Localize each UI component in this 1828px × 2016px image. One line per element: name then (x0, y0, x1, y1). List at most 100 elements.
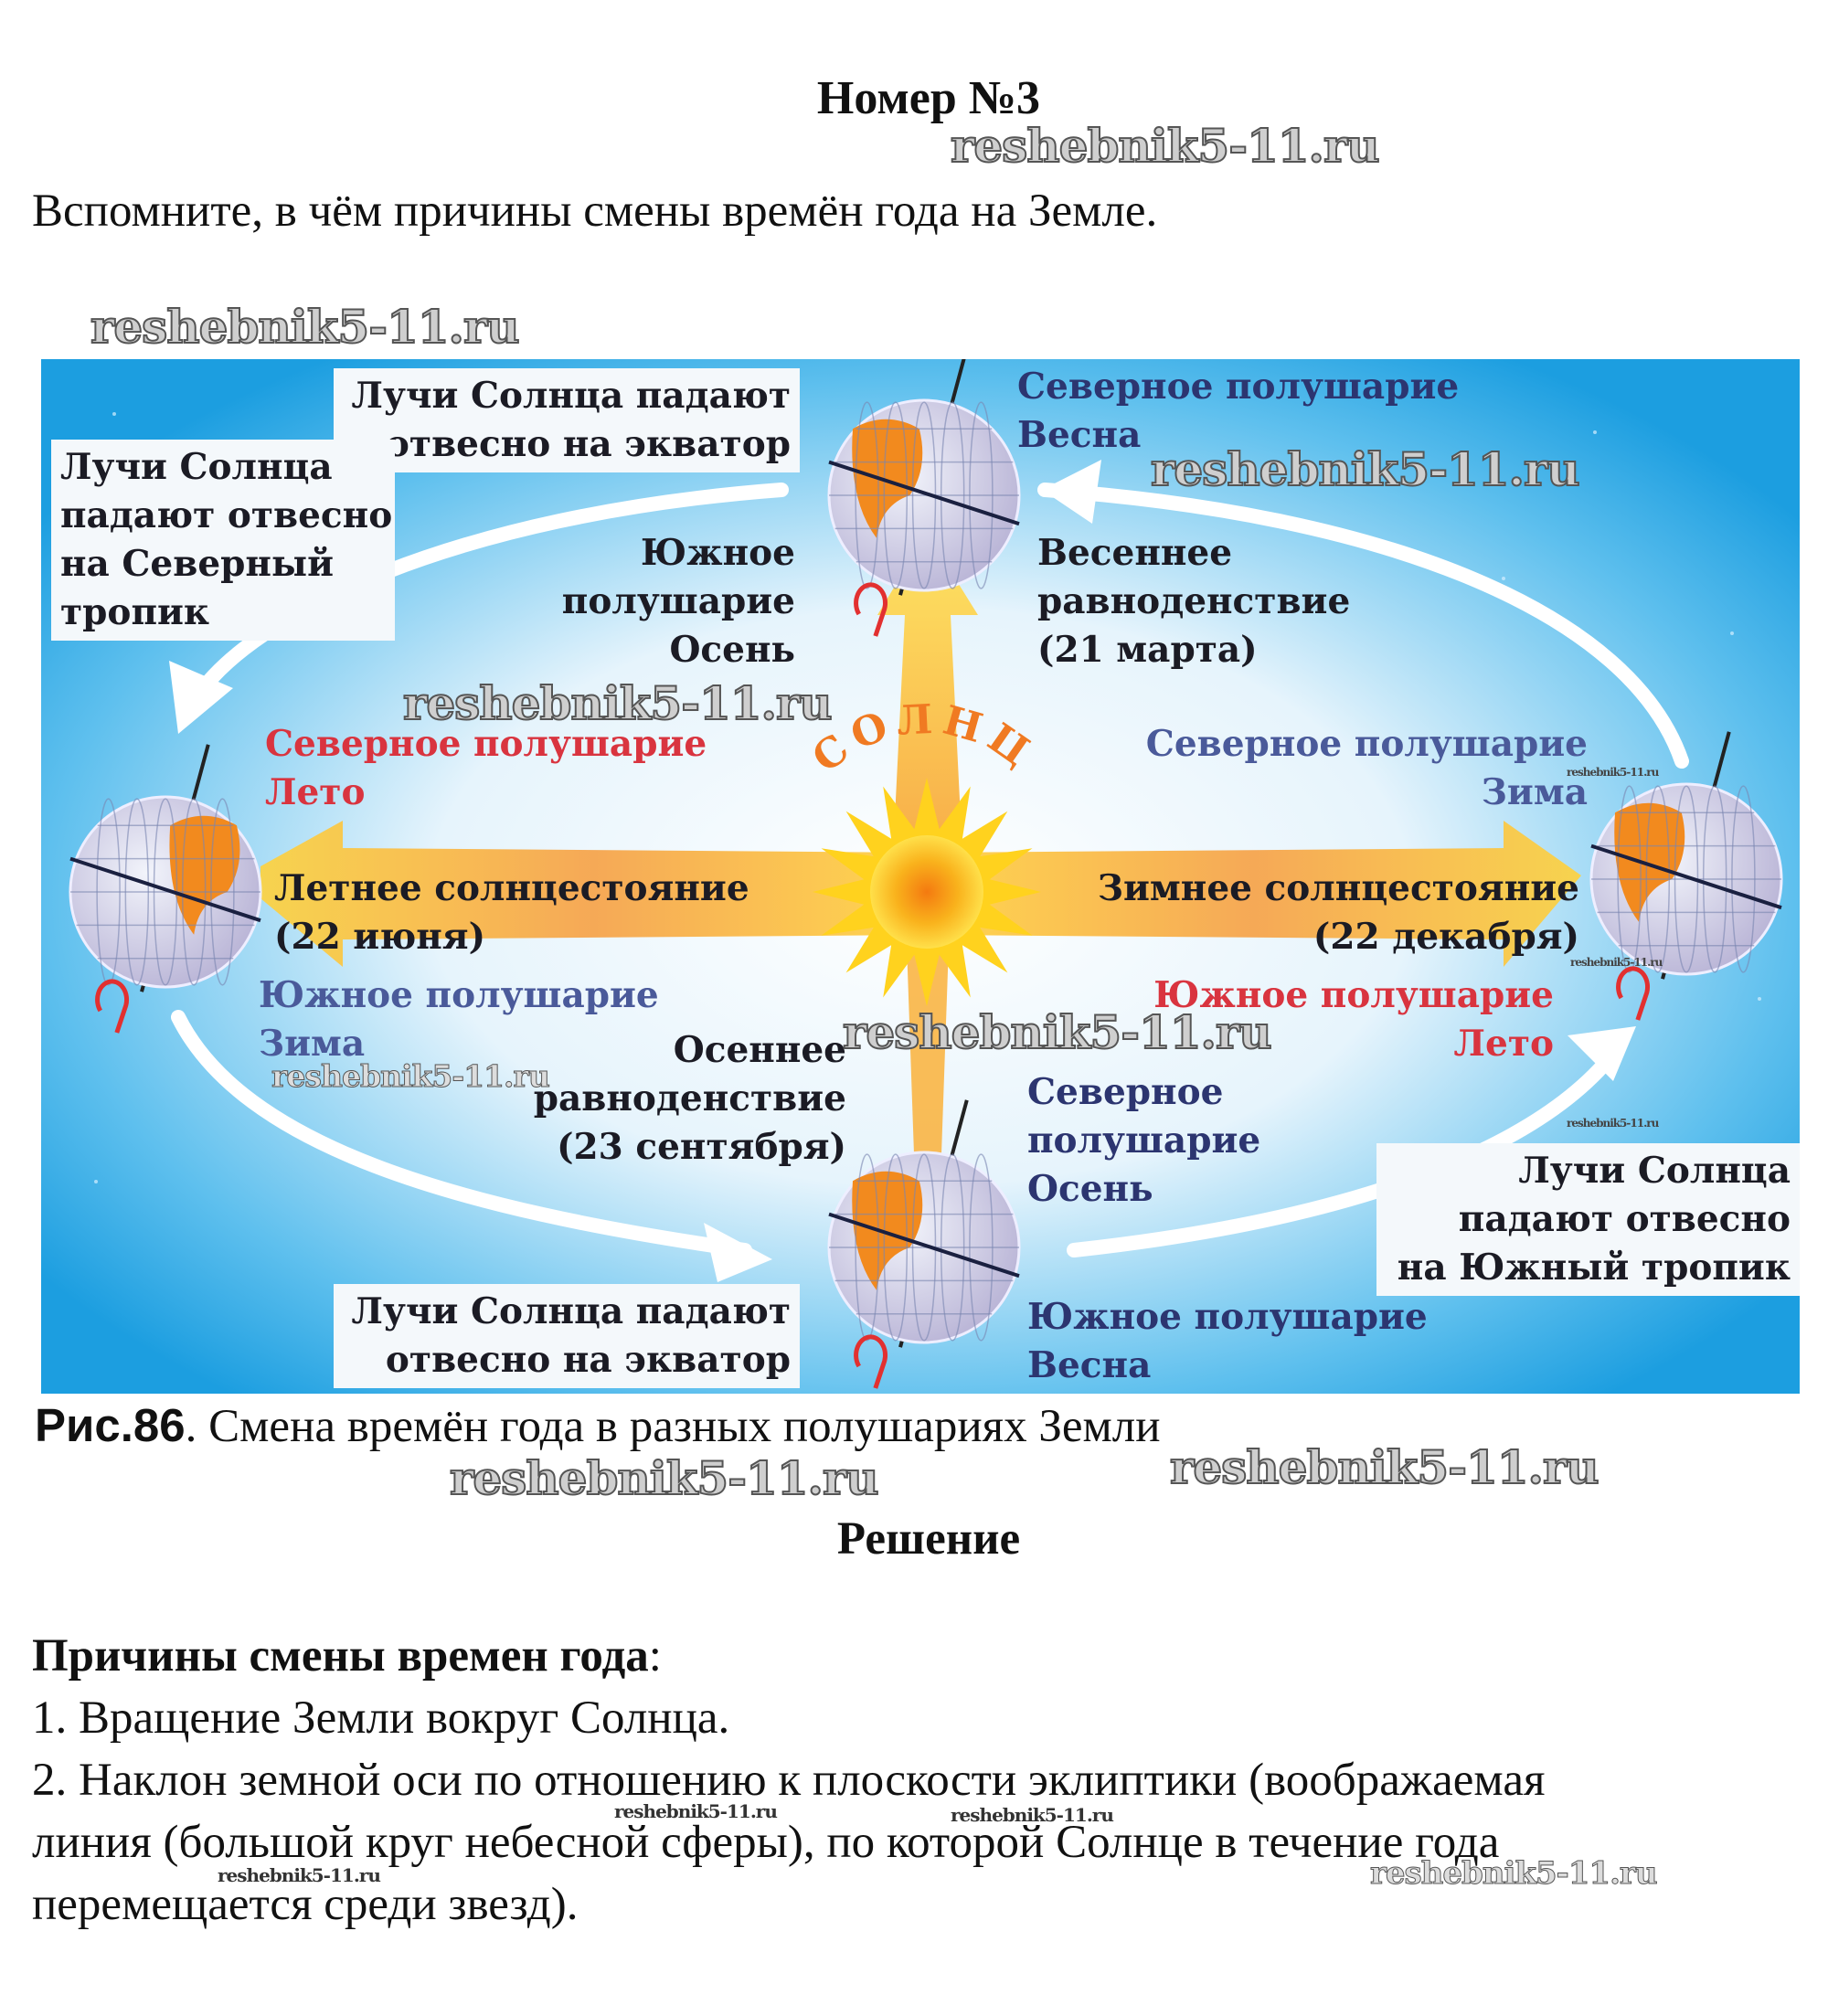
label-summer-solstice: Летнее солнцестояние (22 июня) (274, 865, 749, 961)
orbit-arrowheads (169, 460, 1636, 1282)
rotation-icon (1616, 966, 1651, 1021)
rotation-icon (854, 1334, 888, 1389)
globe-summer (69, 744, 262, 1034)
equator (828, 460, 1020, 526)
callout-line: на Южный тропик (1397, 1247, 1791, 1289)
caption-number: Рис.86 (35, 1399, 186, 1451)
caption-text: . Смена времён года в разных полушариях … (185, 1401, 1161, 1452)
label-line: Южное полушарие (259, 974, 659, 1016)
callout-line: Лучи Солнца падают (351, 375, 792, 417)
rotation-icon (95, 979, 130, 1034)
label-line: (23 сентября) (557, 1126, 846, 1168)
callout-line: на Северный (60, 543, 334, 585)
callout-line: Лучи Солнца (60, 446, 333, 488)
label-line: (22 июня) (274, 916, 486, 958)
solution-subheading: Причины смены времен года: (32, 1625, 662, 1687)
equator (69, 856, 261, 923)
label-line: полушарие (1027, 1119, 1261, 1162)
question-text: Вспомните, в чём причины смены времён го… (32, 186, 1158, 237)
label-nh-autumn: Северное полушарие Осень (1027, 1068, 1260, 1214)
label-line: Северное полушарие (1017, 366, 1460, 408)
equator (1590, 844, 1782, 910)
label-line: Осень (669, 629, 795, 671)
answer-line: перемещается среди звезд). (32, 1879, 579, 1930)
sun-disk (870, 835, 983, 949)
callout-equator-bottom: Лучи Солнца падают отвесно на экватор (334, 1284, 800, 1388)
figure-caption: Рис.86. Смена времён года в разных полуш… (35, 1398, 1161, 1453)
label-line: Весна (1017, 414, 1142, 456)
colon: : (648, 1630, 662, 1682)
callout-line: Лучи Солнца падают (351, 1290, 792, 1332)
label-sh-winter: Южное полушарие Зима (259, 971, 659, 1068)
label-sh-autumn: Южное полушарие Осень (562, 529, 795, 674)
label-autumn-equinox: Осеннее равноденствие (23 сентября) (534, 1026, 846, 1172)
watermark: reshebnik5-11.ru (90, 299, 521, 355)
label-winter-solstice: Зимнее солнцестояние (22 декабря) (1098, 865, 1579, 961)
watermark: reshebnik5-11.ru (449, 1450, 880, 1506)
subheading-text: Причины смены времен года (32, 1630, 649, 1682)
answer-line: 1. Вращение Земли вокруг Солнца. (32, 1692, 730, 1744)
label-sh-spring: Южное полушарие Весна (1027, 1293, 1428, 1390)
diagram-graphics: СОЛНЦЕ (41, 359, 1800, 1394)
page-title: Номер №3 (816, 72, 1041, 124)
label-line: Северное полушарие (1145, 723, 1588, 765)
seasons-diagram: СОЛНЦЕ Лучи Солнца падают отвесно на экв… (41, 359, 1800, 1394)
answer-line: 2. Наклон земной оси по отношению к плос… (32, 1755, 1546, 1806)
callout-line: тропик (60, 591, 210, 633)
callout-northern-tropic: Лучи Солнца падают отвесно на Северный т… (51, 440, 395, 641)
label-line: Осеннее (673, 1029, 846, 1071)
label-sh-summer: Южное полушарие Лето (1153, 971, 1554, 1068)
watermark: reshebnik5-11.ru (614, 1800, 778, 1822)
label-spring-equinox: Весеннее равноденствие (21 марта) (1037, 529, 1350, 674)
callout-line: Лучи Солнца (1518, 1150, 1791, 1192)
label-line: Весна (1027, 1344, 1152, 1386)
watermark: reshebnik5-11.ru (1567, 1117, 1659, 1130)
label-line: (22 декабря) (1313, 916, 1579, 958)
watermark: reshebnik5-11.ru (1150, 441, 1581, 497)
label-line: Весеннее (1037, 532, 1233, 574)
watermark: reshebnik5-11.ru (402, 675, 834, 731)
orbit-arrow-bottom-left (171, 1010, 752, 1257)
answer-line: линия (большой круг небесной сферы), по … (32, 1817, 1500, 1868)
watermark: reshebnik5-11.ru (1570, 956, 1663, 969)
label-line: Зимнее солнцестояние (1097, 867, 1579, 909)
callout-line: отвесно на экватор (385, 1339, 791, 1381)
equator (828, 1212, 1020, 1279)
label-nh-summer: Северное полушарие Лето (265, 720, 707, 817)
watermark: reshebnik5-11.ru (950, 118, 1381, 174)
callout-line: падают отвесно (60, 494, 393, 536)
label-line: Летнее солнцестояние (274, 867, 749, 909)
solution-heading: Решение (836, 1513, 1021, 1565)
callout-southern-tropic: Лучи Солнца падают отвесно на Южный троп… (1376, 1143, 1800, 1296)
label-nh-winter: Северное полушарие Зима (1146, 720, 1588, 817)
watermark: reshebnik5-11.ru (842, 1004, 1273, 1060)
globe-autumn (827, 1099, 1021, 1389)
rotation-icon (854, 582, 888, 637)
label-line: равноденствие (1037, 580, 1351, 622)
callout-line: падают отвесно (1458, 1198, 1791, 1240)
label-line: Лето (265, 771, 366, 813)
orbit-arrow-top-right (1037, 483, 1689, 769)
watermark: reshebnik5-11.ru (218, 1864, 381, 1886)
watermark: reshebnik5-11.ru (1567, 766, 1659, 779)
label-line: равноденствие (533, 1077, 846, 1119)
label-line: Северное полушарие (265, 723, 707, 765)
watermark: reshebnik5-11.ru (1370, 1855, 1659, 1893)
stars (94, 412, 1761, 1183)
label-line: Южное (641, 532, 795, 574)
callout-line: отвесно на экватор (385, 423, 791, 465)
label-line: Зима (259, 1023, 366, 1065)
label-line: Зима (1481, 771, 1588, 813)
globe-winter (1589, 731, 1783, 1021)
label-line: Северное (1027, 1071, 1224, 1113)
label-line: (21 марта) (1037, 629, 1258, 671)
label-line: Южное полушарие (1027, 1296, 1428, 1338)
watermark: reshebnik5-11.ru (1169, 1439, 1600, 1495)
label-line: Южное полушарие (1153, 974, 1554, 1016)
label-nh-spring: Северное полушарие Весна (1017, 363, 1459, 460)
globe-spring (827, 359, 1021, 637)
callout-equator-top: Лучи Солнца падают отвесно на экватор (334, 368, 800, 472)
label-line: Лето (1453, 1023, 1554, 1065)
label-line: полушарие (561, 580, 795, 622)
watermark: reshebnik5-11.ru (271, 1058, 551, 1095)
